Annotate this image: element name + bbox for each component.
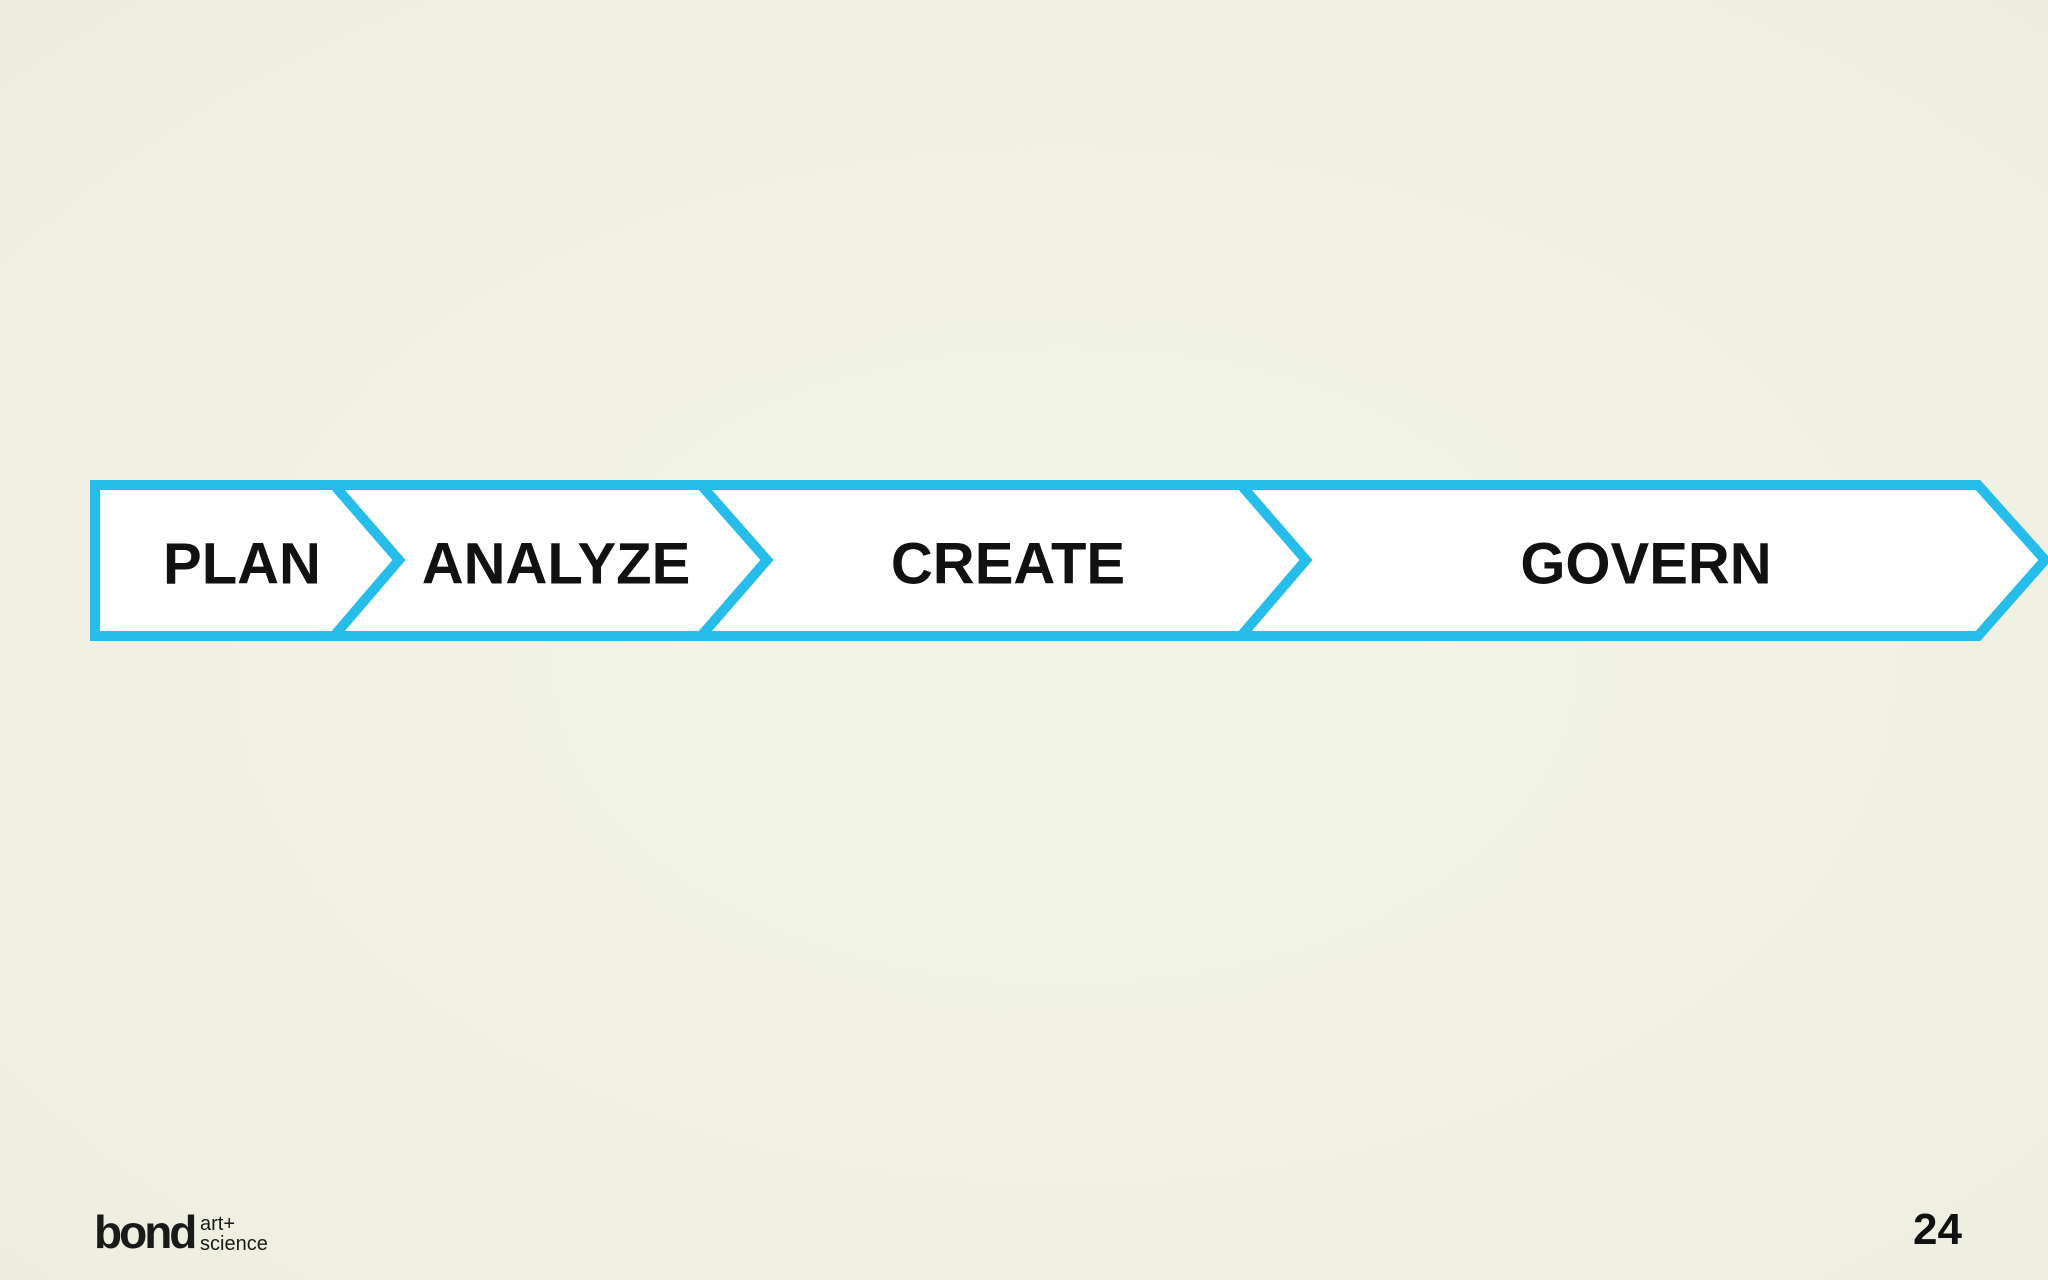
- page-number: 24: [1913, 1205, 1962, 1254]
- stage-govern-label: GOVERN: [1520, 531, 1771, 596]
- stage-govern: GOVERN: [1220, 480, 2048, 641]
- bond-logo: bond art+ science: [94, 1206, 268, 1256]
- stage-plan-label: PLAN: [163, 531, 321, 596]
- stage-analyze: ANALYZE: [314, 480, 774, 641]
- logo-line-art: art+: [200, 1213, 235, 1235]
- stage-analyze-label: ANALYZE: [422, 531, 691, 596]
- stage-plan: PLAN: [90, 480, 406, 641]
- stage-plan-shape: [90, 480, 406, 641]
- stage-create-label: CREATE: [891, 531, 1125, 596]
- logo-word: bond: [94, 1206, 195, 1256]
- logo-line-science: science: [200, 1233, 268, 1255]
- stage-create: CREATE: [681, 480, 1313, 641]
